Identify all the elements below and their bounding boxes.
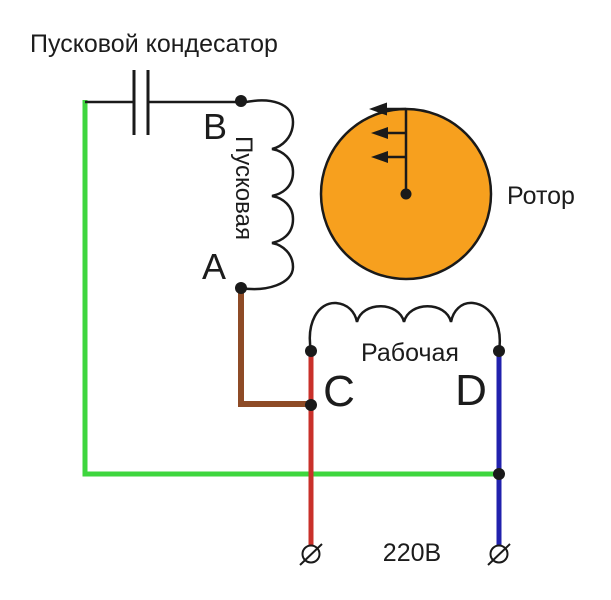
green-phase-wire xyxy=(82,100,499,477)
terminal-c-label: C xyxy=(323,367,355,416)
node-b-dot xyxy=(235,95,247,107)
node-a-dot xyxy=(235,282,247,294)
node-d-dot xyxy=(493,345,505,357)
rotation-arrow-top xyxy=(369,102,406,116)
terminal-a-label: А xyxy=(201,246,226,287)
node-green-blue-dot xyxy=(493,468,505,480)
brown-wire xyxy=(238,289,309,407)
terminal-right xyxy=(487,543,511,566)
rotation-arrow-middle xyxy=(371,127,406,139)
capacitor-title-label: Пусковой кондесатор xyxy=(30,30,278,58)
terminal-b-label: В xyxy=(202,106,227,147)
voltage-label: 220В xyxy=(382,539,442,567)
node-brown-red-dot xyxy=(305,399,317,411)
rotation-arrow-bottom xyxy=(371,151,406,163)
rotor-center-dot xyxy=(400,188,412,200)
terminal-d-label: D xyxy=(455,366,487,415)
terminal-left xyxy=(299,543,323,566)
node-c-dot xyxy=(305,345,317,357)
run-winding-label: Рабочая xyxy=(361,339,459,367)
starting-winding-coil xyxy=(240,99,295,291)
rotor-label: Ротор xyxy=(507,182,575,210)
starting-winding-label: Пусковая xyxy=(230,136,257,240)
run-winding-coil xyxy=(308,301,502,352)
